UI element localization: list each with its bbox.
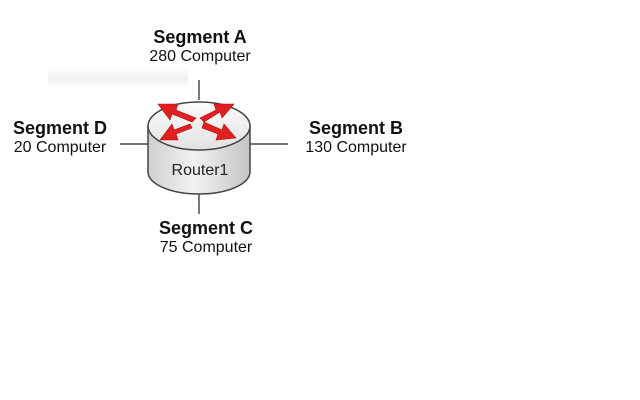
router-icon — [147, 101, 251, 195]
segment-c-name: Segment C — [158, 218, 254, 238]
segment-d-name: Segment D — [12, 118, 108, 138]
segment-b-computers: 130 Computer — [305, 138, 407, 156]
segment-c-computers: 75 Computer — [159, 238, 253, 256]
segment-b-name: Segment B — [308, 118, 404, 138]
router-arrows-icon — [157, 103, 237, 141]
segment-c: Segment C 75 Computer — [146, 218, 266, 257]
segment-d: Segment D 20 Computer — [2, 118, 118, 157]
segment-a-name: Segment A — [153, 27, 247, 47]
router-label: Router1 — [171, 162, 229, 179]
segment-a: Segment A 280 Computer — [140, 27, 260, 66]
segment-d-computers: 20 Computer — [13, 138, 107, 156]
segment-a-computers: 280 Computer — [149, 47, 251, 65]
segment-b: Segment B 130 Computer — [298, 118, 414, 157]
faded-highlight — [48, 68, 188, 88]
